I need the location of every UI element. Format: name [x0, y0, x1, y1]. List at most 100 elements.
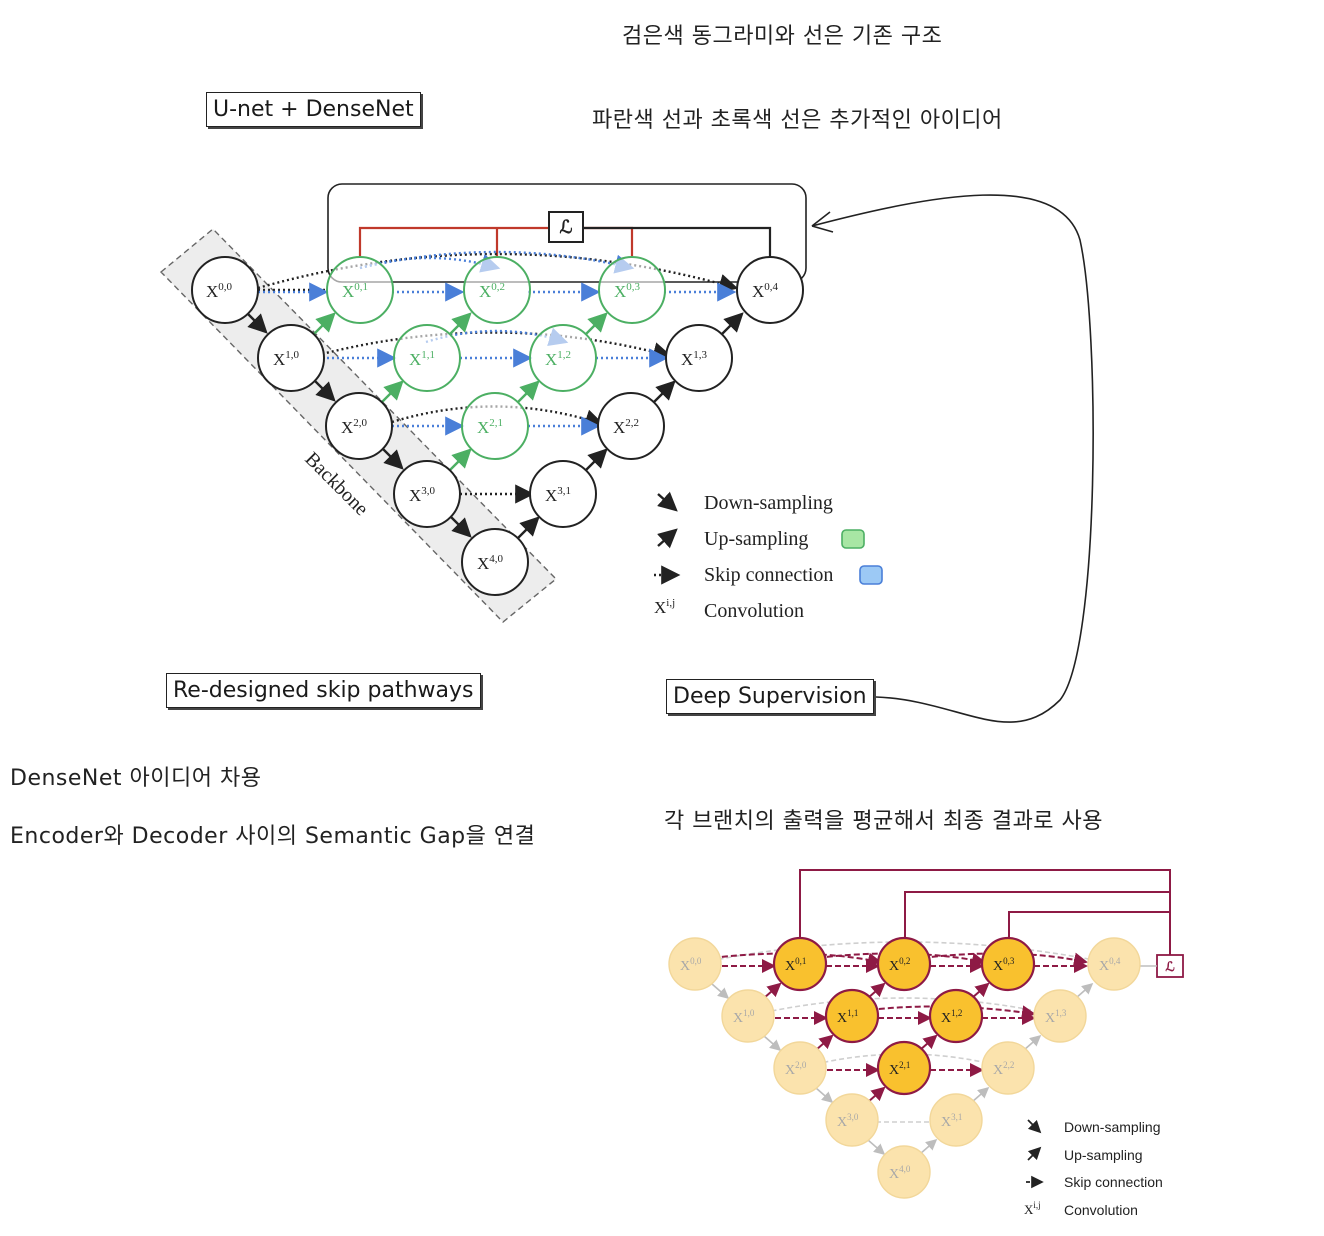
deep-supervision-arrow: [811, 194, 1094, 723]
svg-text:X0,3: X0,3: [614, 281, 641, 301]
svg-text:X4,0: X4,0: [477, 553, 504, 573]
unetpp-diagram-bottom: ℒ: [668, 869, 1184, 1218]
down-arrow-icon: [657, 491, 678, 512]
node-x30: X3,0: [393, 460, 461, 528]
node-x02: X0,2: [463, 256, 531, 324]
legend-conv: Convolution: [704, 600, 804, 622]
b-node-x30: X3,0: [825, 1093, 879, 1147]
node-x04: X0,4: [736, 256, 804, 324]
legend-conv-bottom: Convolution: [1064, 1202, 1138, 1218]
svg-text:X3,1: X3,1: [941, 1112, 962, 1130]
node-x22: X2,2: [597, 392, 665, 460]
svg-text:X0,0: X0,0: [206, 281, 233, 301]
b-node-x40: X4,0: [877, 1145, 931, 1199]
blue-swatch: [859, 565, 883, 585]
legend-down: Down-sampling: [704, 492, 833, 514]
node-x13: X1,3: [665, 324, 733, 392]
b-node-x20: X2,0: [773, 1041, 827, 1095]
svg-text:X1,2: X1,2: [941, 1008, 962, 1026]
b-node-x01: X0,1: [772, 936, 828, 992]
label-unet-densenet: U-net + DenseNet: [206, 92, 421, 127]
b-node-x13: X1,3: [1033, 989, 1087, 1043]
node-x31: X3,1: [529, 460, 597, 528]
svg-text:X1,0: X1,0: [733, 1008, 755, 1026]
b-node-x10: X1,0: [721, 989, 775, 1043]
legend-skip-bottom: Skip connection: [1064, 1174, 1163, 1190]
down-arrow-icon: [1027, 1119, 1042, 1134]
svg-text:X2,0: X2,0: [341, 417, 368, 437]
svg-text:X1,2: X1,2: [545, 349, 571, 369]
legend-down-bottom: Down-sampling: [1064, 1119, 1160, 1135]
b-node-x31: X3,1: [929, 1093, 983, 1147]
svg-text:X2,1: X2,1: [889, 1060, 910, 1078]
up-arrows-black: [517, 312, 744, 539]
b-node-x22: X2,2: [981, 1041, 1035, 1095]
note-blue-green-ideas: 파란색 선과 초록색 선은 추가적인 아이디어: [592, 108, 1003, 133]
label-deep-supervision: Deep Supervision: [666, 679, 874, 714]
legend-top: Down-sampling Up-sampling Skip connectio…: [654, 491, 883, 622]
loss-symbol: ℒ: [560, 217, 573, 237]
node-x20: X2,0: [325, 392, 393, 460]
svg-text:X0,4: X0,4: [1099, 956, 1121, 974]
loss-box: [548, 211, 584, 243]
supervision-lines: [799, 869, 1171, 962]
loss-symbol-bottom: ℒ: [1165, 959, 1175, 974]
skip-black-arcs: [257, 252, 739, 504]
svg-text:X0,2: X0,2: [479, 281, 505, 301]
svg-text:X0,1: X0,1: [342, 281, 368, 301]
legend-skip: Skip connection: [704, 564, 833, 586]
svg-text:X0,4: X0,4: [752, 281, 779, 301]
legend-bottom: Down-sampling Up-sampling Skip connectio…: [1024, 1119, 1163, 1218]
svg-text:X2,2: X2,2: [613, 417, 639, 437]
svg-text:X2,0: X2,0: [785, 1060, 807, 1078]
label-redesigned-skip: Re-designed skip pathways: [166, 673, 481, 708]
svg-text:X3,0: X3,0: [409, 485, 436, 505]
conv-symbol-bottom: Xi,j: [1024, 1200, 1041, 1217]
unetpp-diagram-top: Backbone ℒ: [159, 183, 1094, 723]
svg-text:X1,1: X1,1: [409, 349, 435, 369]
svg-text:X2,1: X2,1: [477, 417, 503, 437]
svg-text:X1,3: X1,3: [1045, 1008, 1067, 1026]
node-x10: X1,0: [257, 324, 325, 392]
svg-text:X0,1: X0,1: [785, 956, 806, 974]
svg-text:X3,0: X3,0: [837, 1112, 859, 1130]
note-semantic-gap: Encoder와 Decoder 사이의 Semantic Gap을 연결: [10, 824, 536, 849]
up-arrows-green: [313, 312, 608, 471]
note-branch-average: 각 브랜치의 출력을 평균해서 최종 결과로 사용: [664, 809, 1104, 834]
svg-text:X4,0: X4,0: [889, 1164, 911, 1182]
up-arrow-icon: [1027, 1146, 1042, 1161]
note-black-structure: 검은색 동그라미와 선은 기존 구조: [622, 24, 943, 49]
b-node-x04: X0,4: [1087, 937, 1141, 991]
b-node-x11: X1,1: [824, 988, 880, 1044]
svg-text:X0,2: X0,2: [889, 956, 910, 974]
green-swatch: [841, 529, 865, 549]
deep-supervision-frame: [327, 183, 807, 283]
b-node-x03: X0,3: [980, 936, 1036, 992]
down-arrows: [245, 311, 472, 538]
legend-up-bottom: Up-sampling: [1064, 1147, 1143, 1163]
node-x12: X1,2: [529, 324, 597, 392]
svg-text:X1,0: X1,0: [273, 349, 300, 369]
legend-up: Up-sampling: [704, 528, 808, 550]
svg-text:X2,2: X2,2: [993, 1060, 1014, 1078]
node-x01: X0,1: [326, 256, 394, 324]
node-x21: X2,1: [461, 392, 529, 460]
node-x11: X1,1: [393, 324, 461, 392]
node-x00: X0,0: [191, 256, 259, 324]
node-x03: X0,3: [598, 256, 666, 324]
loss-lines: [358, 226, 772, 258]
skip-blue: [258, 250, 737, 436]
svg-text:X0,0: X0,0: [680, 956, 702, 974]
up-arrow-icon: [657, 528, 678, 549]
b-node-x02: X0,2: [876, 936, 932, 992]
svg-text:X0,3: X0,3: [993, 956, 1015, 974]
conv-symbol: Xi,j: [654, 597, 675, 617]
note-densenet-idea: DenseNet 아이디어 차용: [10, 766, 262, 791]
b-node-x12: X1,2: [928, 988, 984, 1044]
b-node-x21: X2,1: [876, 1040, 932, 1096]
svg-text:X1,1: X1,1: [837, 1008, 858, 1026]
svg-text:X1,3: X1,3: [681, 349, 708, 369]
node-x40: X4,0: [461, 528, 529, 596]
svg-text:X3,1: X3,1: [545, 485, 571, 505]
b-node-x00: X0,0: [668, 937, 722, 991]
